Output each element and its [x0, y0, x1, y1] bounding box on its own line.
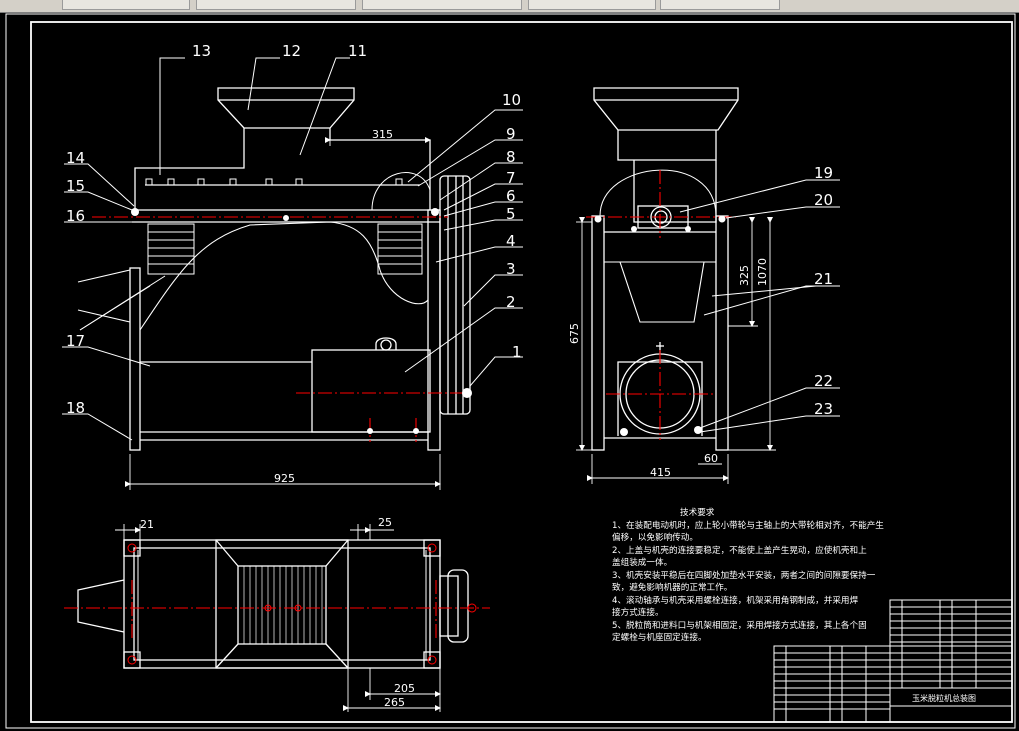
notes-line: 4、滚动轴承与机壳采用螺栓连接，机架采用角钢制成，并采用焊: [612, 594, 859, 606]
technical-requirements: 技术要求 1、在装配电动机时，应上轮小带轮与主轴上的大带轮相对齐，不能产生 偏移…: [612, 506, 884, 643]
part-label: 10: [502, 91, 521, 109]
title-block: [773, 599, 1013, 723]
front-view: [77, 87, 471, 451]
top-view: [77, 539, 469, 669]
part-label: 7: [506, 169, 516, 187]
dim-325: 325: [738, 265, 751, 286]
toolbar: [0, 0, 1019, 13]
dim-60: 60: [704, 452, 718, 465]
front-leaders: [62, 57, 523, 441]
front-bolts: [131, 208, 472, 434]
part-label: 13: [192, 42, 211, 60]
part-label: 15: [66, 177, 85, 195]
part-label: 11: [348, 42, 367, 60]
part-label: 20: [814, 191, 833, 209]
dim-265: 265: [384, 696, 405, 709]
top-center-lines: [64, 580, 490, 640]
dim-675: 675: [568, 323, 581, 344]
title-block-text: 玉米脱粒机总装图: [912, 693, 976, 703]
notes-line: 偏移，以免影响传动。: [612, 531, 698, 543]
notes-title: 技术要求: [680, 506, 715, 518]
dim-21: 21: [140, 518, 154, 531]
part-label: 9: [506, 125, 516, 143]
part-label: 23: [814, 400, 833, 418]
side-center-lines: [586, 170, 736, 440]
notes-line: 5、脱粒筒和进料口与机架相固定，采用焊接方式连接，其上各个固: [612, 619, 867, 631]
toolbar-tab[interactable]: [660, 0, 780, 10]
dim-205: 205: [394, 682, 415, 695]
dim-25: 25: [378, 516, 392, 529]
part-label: 16: [66, 207, 85, 225]
toolbar-tab[interactable]: [196, 0, 356, 10]
drawing-frame: [5, 13, 1016, 729]
notes-line: 2、上盖与机壳的连接要稳定，不能使上盖产生晃动，应使机壳和上: [612, 544, 867, 556]
part-label: 17: [66, 332, 85, 350]
notes-line: 3、机壳安装平稳后在四脚处加垫水平安装，两者之间的间隙要保持一: [612, 569, 876, 581]
part-number-labels: 1 2 3 4 5 6 7 8 9 10 11 12 13 14 15 16 1…: [66, 42, 833, 418]
part-label: 18: [66, 399, 85, 417]
side-view: [591, 87, 739, 451]
notes-line: 接方式连接。: [612, 606, 664, 618]
notes-line: 1、在装配电动机时，应上轮小带轮与主轴上的大带轮相对齐，不能产生: [612, 519, 884, 531]
front-center-lines: [92, 216, 470, 442]
part-label: 8: [506, 148, 516, 166]
part-label: 4: [506, 232, 516, 250]
dim-315: 315: [372, 128, 393, 141]
part-label: 12: [282, 42, 301, 60]
dim-1070: 1070: [756, 258, 769, 286]
notes-line: 致，避免影响机器的正常工作。: [612, 581, 732, 593]
part-label: 1: [512, 343, 522, 361]
cad-drawing-canvas[interactable]: 315 925 675 325 1070 415 60 21 25 205 26…: [0, 12, 1019, 731]
dimension-lines: [115, 134, 776, 712]
part-label: 14: [66, 149, 85, 167]
notes-line: 盖组装成一体。: [612, 556, 672, 568]
part-label: 6: [506, 187, 516, 205]
part-label: 5: [506, 205, 516, 223]
dimension-texts: 315 925 675 325 1070 415 60 21 25 205 26…: [140, 128, 769, 709]
toolbar-tab[interactable]: [528, 0, 656, 10]
dim-415: 415: [650, 466, 671, 479]
top-bolts: [127, 543, 477, 665]
product-title: 玉米脱粒机总装图: [912, 693, 976, 703]
side-leaders: [679, 179, 840, 433]
part-label: 21: [814, 270, 833, 288]
part-label: 22: [814, 372, 833, 390]
part-label: 3: [506, 260, 516, 278]
toolbar-tab[interactable]: [62, 0, 190, 10]
part-label: 2: [506, 293, 516, 311]
notes-line: 定螺栓与机座固定连接。: [612, 631, 707, 643]
toolbar-tab[interactable]: [362, 0, 522, 10]
part-label: 19: [814, 164, 833, 182]
dim-925: 925: [274, 472, 295, 485]
